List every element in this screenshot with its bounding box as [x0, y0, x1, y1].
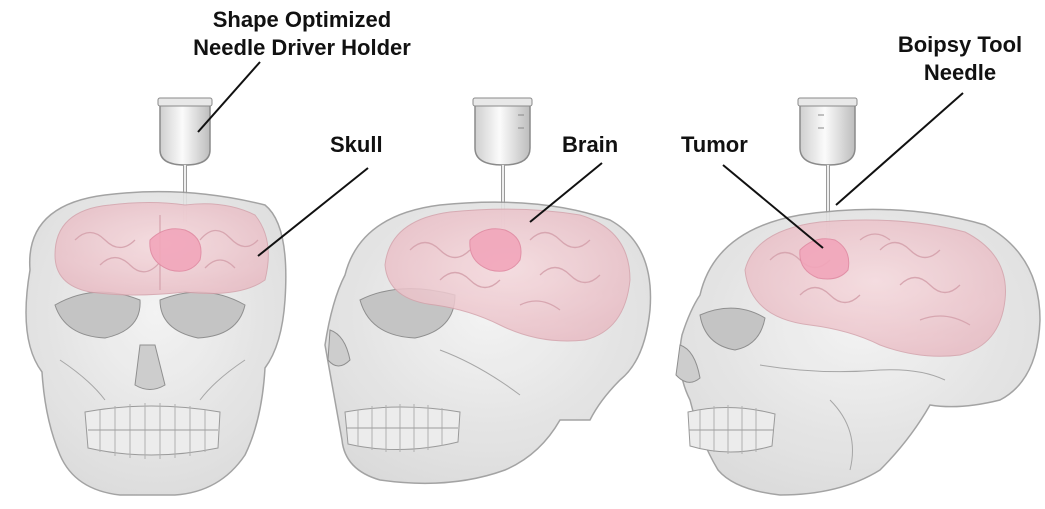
front-view	[26, 98, 286, 495]
leader-holder	[198, 62, 260, 132]
side-view	[676, 98, 1040, 495]
label-biopsy-line2: Needle	[924, 60, 996, 85]
label-tumor: Tumor	[681, 132, 748, 157]
label-holder-line2: Needle Driver Holder	[193, 35, 411, 60]
label-biopsy-line1: Boipsy Tool	[898, 32, 1022, 57]
label-skull: Skull	[330, 132, 383, 157]
leader-skull	[258, 168, 368, 256]
label-holder-line1: Shape Optimized	[213, 7, 391, 32]
label-brain: Brain	[562, 132, 618, 157]
